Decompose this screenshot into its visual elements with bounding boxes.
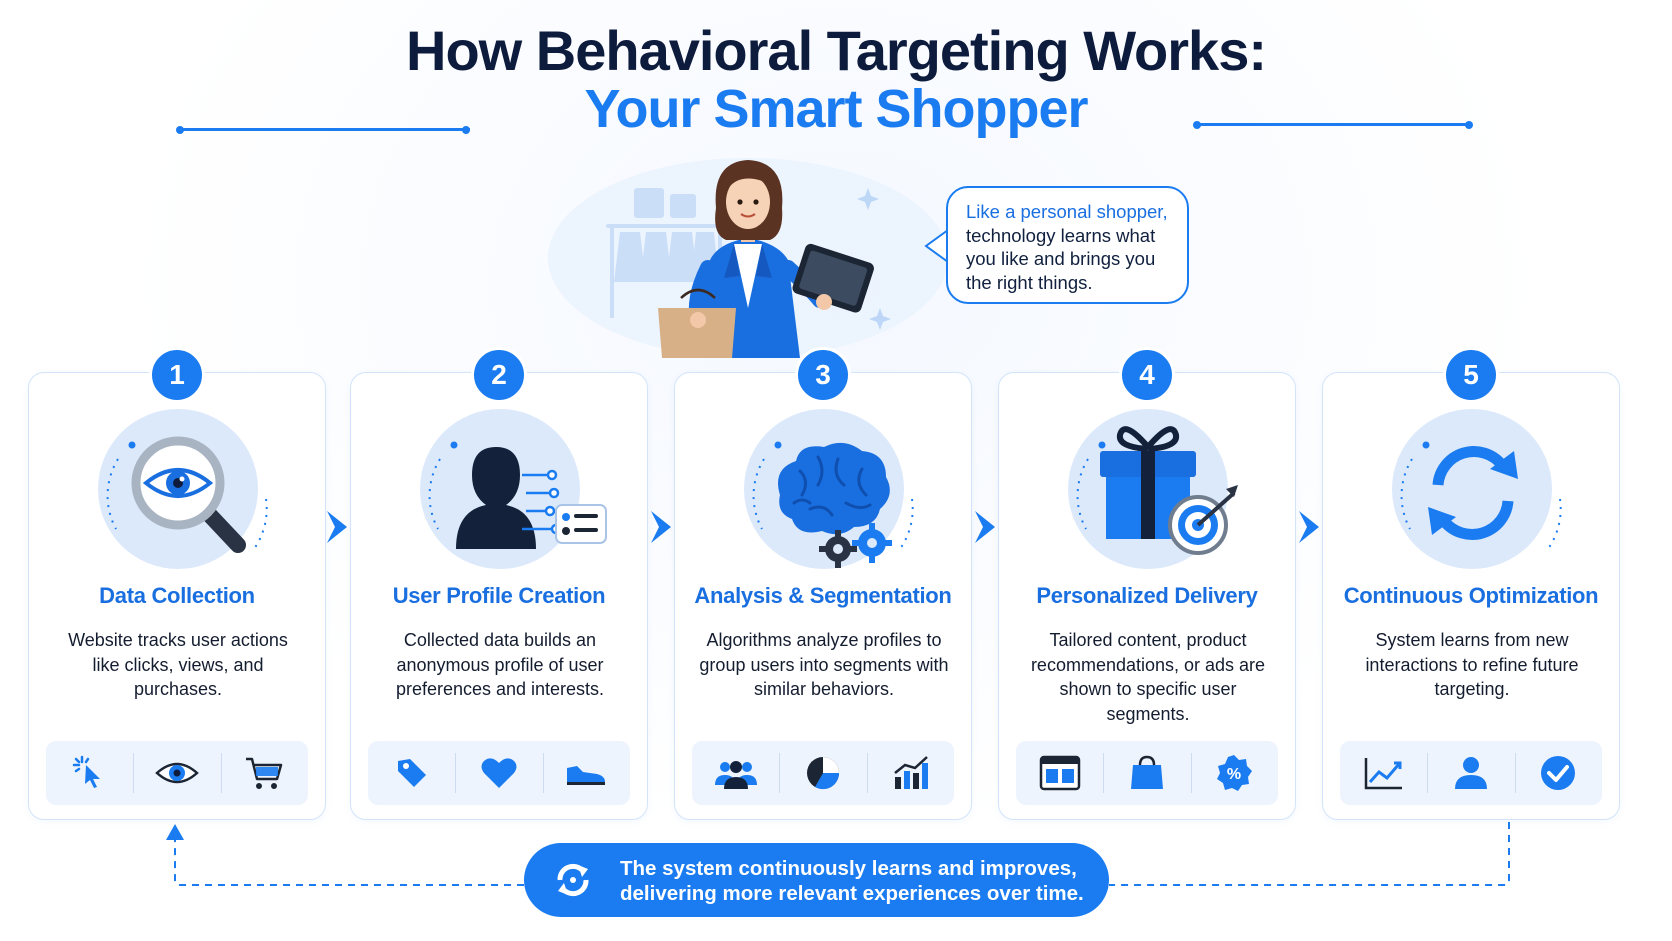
mini-icon-strip: % <box>1016 741 1278 805</box>
chevron-right-icon <box>975 511 995 543</box>
users-group-icon <box>714 761 757 789</box>
user-icon <box>1454 757 1487 789</box>
step-number-badge: 2 <box>471 347 527 403</box>
webpage-icon <box>1039 755 1080 791</box>
page-subtitle: Your Smart Shopper <box>584 79 1088 139</box>
sneaker-icon <box>567 766 606 785</box>
feedback-loop-line1: The system continuously learns and impro… <box>620 857 1077 880</box>
step-card-data-collection: 1 Data Collection Website tracks user ac… <box>28 347 326 820</box>
step-card-analysis-segmentation: 3 Analysis & Segmentation Algorithms ana… <box>674 347 972 820</box>
check-circle-icon <box>1541 756 1576 790</box>
page-title: How Behavioral Targeting Works: <box>406 19 1267 82</box>
icon-backdrop <box>1392 409 1552 569</box>
mini-icon-strip <box>692 741 954 805</box>
step-card-continuous-optimization: 5 Continuous Optimization System learns … <box>1322 347 1620 820</box>
step-title: User Profile Creation <box>392 583 606 608</box>
bar-chart-icon <box>894 756 929 789</box>
feedback-loop-text: The system continuously learns and impro… <box>620 856 1090 906</box>
bubble-text: technology learns what you like and brin… <box>966 224 1156 293</box>
deco-dot <box>462 126 470 134</box>
step-title: Analysis & Segmentation <box>694 583 952 608</box>
bubble-highlight: Like a personal shopper, <box>966 201 1168 222</box>
chevron-right-icon <box>1299 511 1319 543</box>
step-description: Algorithms analyze profiles to group use… <box>699 630 949 699</box>
user-profile-icon <box>428 441 607 549</box>
feedback-loop-line2: delivering more relevant experiences ove… <box>620 882 1084 905</box>
eye-icon <box>155 762 199 784</box>
personal-shopper-illustration <box>548 158 948 358</box>
shopping-cart-icon <box>246 757 283 789</box>
heart-icon <box>481 758 517 788</box>
step-title: Personalized Delivery <box>1036 583 1258 608</box>
mini-icon-strip <box>1340 741 1602 805</box>
step-number-badge: 1 <box>149 347 205 403</box>
shopping-bag-icon <box>1130 755 1163 789</box>
mini-icon-strip <box>368 741 630 805</box>
deco-line-right <box>1197 123 1469 126</box>
chevron-right-icon <box>327 511 347 543</box>
mini-icon-strip <box>46 741 308 805</box>
feedback-loop-banner: The system continuously learns and impro… <box>524 843 1109 917</box>
step-card-user-profile-creation: 2 User Profile Creation Collected data b… <box>350 347 648 820</box>
svg-text:%: % <box>1227 766 1241 783</box>
deco-dot <box>1465 121 1473 129</box>
refresh-cycle-icon <box>1400 441 1562 550</box>
step-number-badge: 4 <box>1119 347 1175 403</box>
tag-icon <box>397 759 426 787</box>
step-description: Collected data builds an anonymous profi… <box>395 630 605 699</box>
cursor-click-icon <box>72 755 100 788</box>
chevron-right-icon <box>651 511 671 543</box>
deco-line-left <box>180 128 470 131</box>
speech-bubble: Like a personal shopper, technology lear… <box>946 186 1189 304</box>
step-description: System learns from new interactions to r… <box>1365 630 1579 699</box>
step-description: Tailored content, product recommendation… <box>1030 630 1266 724</box>
line-chart-icon <box>1364 758 1402 790</box>
step-number-badge: 3 <box>795 347 851 403</box>
percent-badge-icon: % <box>1217 755 1253 791</box>
refresh-loop-icon <box>557 863 589 897</box>
step-card-personalized-delivery: 4 Personalized Delivery Tailored content… <box>998 347 1296 820</box>
step-number-badge: 5 <box>1443 347 1499 403</box>
step-title: Data Collection <box>99 583 255 608</box>
step-description: Website tracks user actions like clicks,… <box>68 630 288 699</box>
magnifier-eye-icon <box>106 436 268 553</box>
gift-target-icon <box>1076 426 1238 555</box>
brain-gears-icon <box>752 441 914 568</box>
step-title: Continuous Optimization <box>1343 583 1599 608</box>
speech-bubble-tail <box>924 229 949 263</box>
pie-chart-icon <box>806 757 839 790</box>
